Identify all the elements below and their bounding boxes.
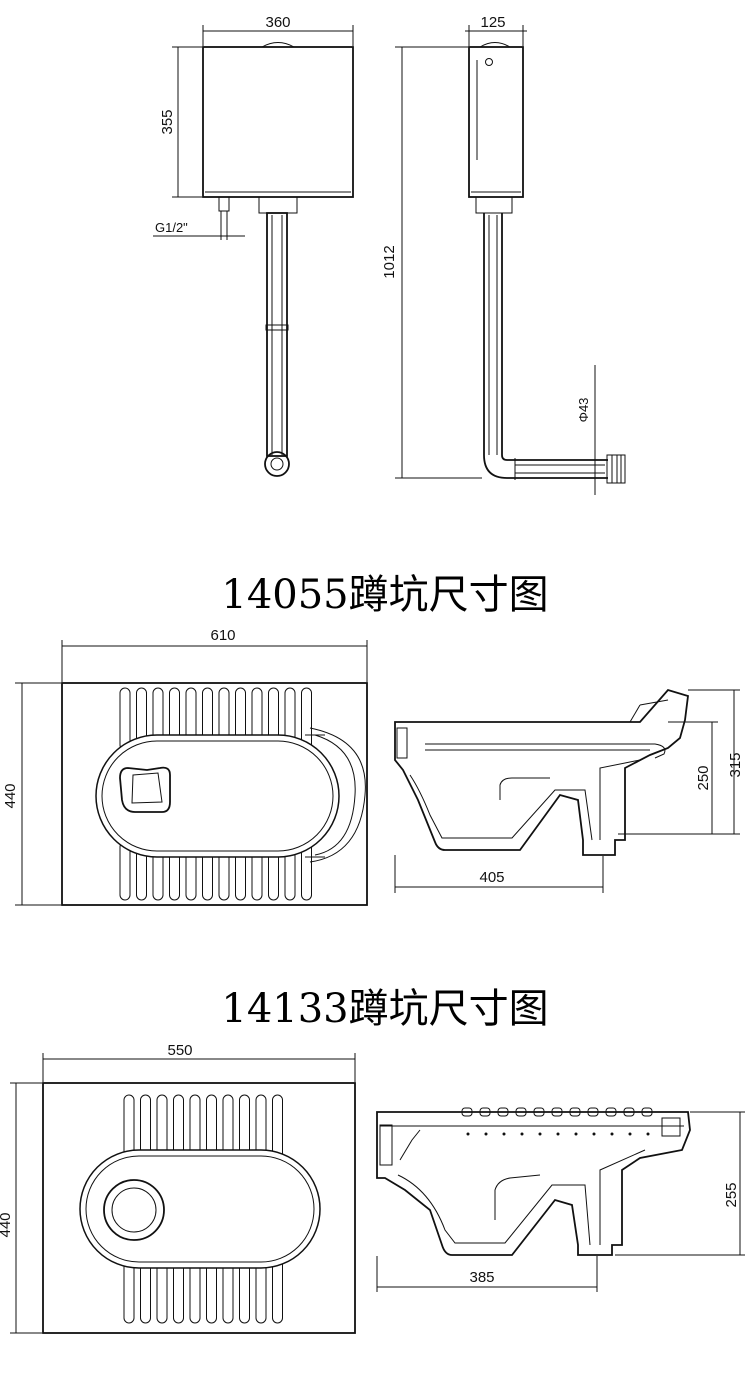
ribs-side bbox=[461, 1107, 653, 1136]
pan-14133-bowl bbox=[79, 1149, 321, 1269]
pan-14055-bowl bbox=[95, 734, 340, 858]
hole bbox=[610, 1132, 614, 1136]
dim-14133-side-length: 385 bbox=[469, 1269, 494, 1286]
dim-14055-width: 440 bbox=[2, 783, 19, 808]
rib bbox=[479, 1107, 491, 1117]
rib bbox=[641, 1107, 653, 1117]
dim-tank-height: 355 bbox=[159, 109, 176, 134]
dim-tank-width-side: 125 bbox=[480, 14, 505, 31]
hole bbox=[628, 1132, 632, 1136]
tank-front-body bbox=[202, 46, 354, 198]
rib bbox=[569, 1107, 581, 1117]
dim-14133-length: 550 bbox=[167, 1042, 192, 1059]
dim-14055-length: 610 bbox=[210, 627, 235, 644]
rib bbox=[587, 1107, 599, 1117]
title-14133: 14133蹲坑尺寸图 bbox=[221, 986, 548, 1032]
tank-front-view: 360 355 G1/2" bbox=[153, 14, 354, 477]
rib bbox=[623, 1107, 635, 1117]
rib bbox=[533, 1107, 545, 1117]
hole bbox=[520, 1132, 524, 1136]
dim-14055-side-length: 405 bbox=[479, 869, 504, 886]
hole bbox=[574, 1132, 578, 1136]
rib bbox=[551, 1107, 563, 1117]
hole bbox=[646, 1132, 650, 1136]
dim-total-height: 1012 bbox=[381, 245, 398, 278]
pan-14133-top-view: 550 440 bbox=[0, 1042, 356, 1334]
tank-front-downpipe bbox=[266, 212, 288, 457]
rib bbox=[515, 1107, 527, 1117]
tank-side-view: 125 1012 Φ43 bbox=[381, 14, 626, 495]
hole bbox=[538, 1132, 542, 1136]
dim-tank-width-front: 360 bbox=[265, 14, 290, 31]
pan-14133-side-outline bbox=[376, 1111, 691, 1256]
pan-14055-outline bbox=[61, 682, 368, 906]
pan-14055-top-view: 610 440 bbox=[2, 627, 368, 906]
hole bbox=[484, 1132, 488, 1136]
dim-14133-height: 255 bbox=[723, 1182, 740, 1207]
rib bbox=[461, 1107, 473, 1117]
pan-14133-outline bbox=[42, 1082, 356, 1334]
pan-14133-side-view: 385 255 bbox=[376, 1107, 745, 1292]
pan-14133-outlet bbox=[103, 1179, 165, 1241]
dim-pipe-diameter: Φ43 bbox=[576, 398, 591, 423]
rib bbox=[605, 1107, 617, 1117]
hole bbox=[592, 1132, 596, 1136]
rib bbox=[497, 1107, 509, 1117]
pan-14055-side-view: 405 250 315 bbox=[394, 688, 744, 893]
dim-inlet-thread: G1/2" bbox=[155, 220, 188, 235]
hole bbox=[466, 1132, 470, 1136]
rib bbox=[119, 687, 131, 751]
hole bbox=[502, 1132, 506, 1136]
title-14055: 14055蹲坑尺寸图 bbox=[221, 572, 548, 618]
hole bbox=[556, 1132, 560, 1136]
dim-14055-height-total: 315 bbox=[727, 752, 744, 777]
pan-14055-side-outline bbox=[394, 688, 689, 856]
dim-14055-height-inner: 250 bbox=[695, 765, 712, 790]
dim-14133-width: 440 bbox=[0, 1212, 14, 1237]
pan-14055-outlet bbox=[119, 766, 171, 813]
